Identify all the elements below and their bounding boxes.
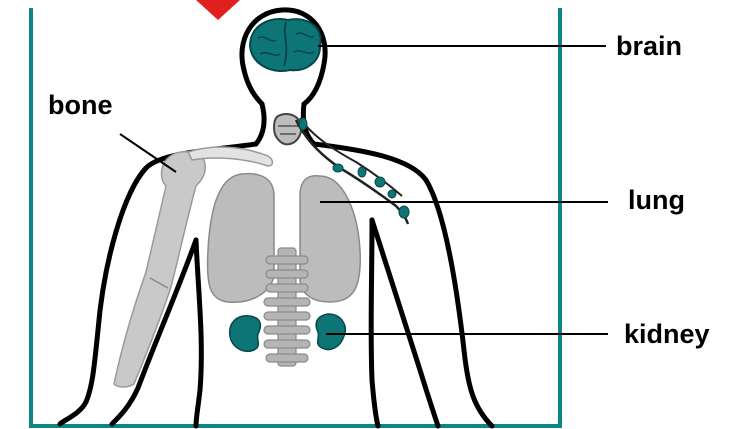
bone-label: bone bbox=[48, 92, 113, 119]
thyroid bbox=[274, 114, 301, 144]
arm-bone bbox=[114, 152, 205, 387]
right-lung bbox=[300, 176, 360, 302]
brain bbox=[250, 19, 321, 71]
left-lung bbox=[208, 174, 274, 303]
right-kidney bbox=[316, 314, 345, 350]
red-pointer-marker bbox=[196, 0, 240, 20]
left-kidney bbox=[230, 316, 261, 351]
lung-label: lung bbox=[628, 187, 685, 214]
kidney-label: kidney bbox=[624, 321, 710, 348]
brain-label: brain bbox=[616, 33, 682, 60]
